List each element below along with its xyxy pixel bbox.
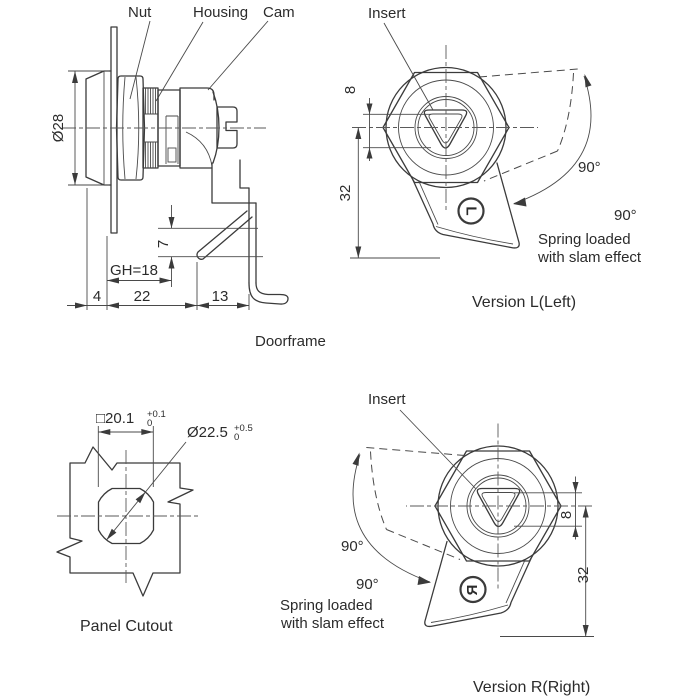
- cam-leader-line: [207, 20, 269, 91]
- panel-cutout-view: □20.1 +0.1 0 Ø22.5 +0.5 0 Panel Cutout: [56, 409, 253, 635]
- doorframe-caption: Doorframe: [255, 333, 326, 350]
- dim-insert-8-r: 8: [514, 476, 582, 540]
- dim-insert-8-l: 8: [342, 86, 431, 161]
- lever-letter-l: L: [463, 206, 480, 215]
- cam-label: Cam: [263, 4, 295, 21]
- angle-arc-l: 90°: [578, 159, 601, 176]
- panel-outline: [56, 446, 194, 597]
- insert-label-l: Insert: [368, 5, 406, 22]
- note-line1-l: Spring loaded: [538, 231, 631, 248]
- square-tol-minus: 0: [147, 418, 152, 429]
- version-l-view: L Insert 8 32 90° 90° Spring loaded with…: [337, 5, 642, 311]
- dim-lever-32-l-text: 32: [337, 185, 354, 202]
- dim-front-text: 4: [93, 288, 101, 305]
- cam-bracket: [196, 159, 289, 305]
- angle-note-r: 90°: [356, 576, 379, 593]
- dim-body-text: 22: [134, 288, 151, 305]
- version-l-caption: Version L(Left): [472, 294, 576, 311]
- nut-leader-line: [129, 20, 151, 100]
- bracket-diagonal-leg: [196, 210, 253, 260]
- housing-label: Housing: [193, 4, 248, 21]
- dim-square-text: □20.1: [96, 410, 134, 427]
- housing-leader-line: [155, 21, 204, 102]
- dim-rear-text: 13: [212, 288, 229, 305]
- dim-diameter-28-text: Ø28: [50, 114, 67, 142]
- insert-leader-l: [383, 22, 434, 111]
- lever-letter-r: R: [464, 585, 481, 596]
- version-r-caption: Version R(Right): [473, 679, 590, 696]
- side-view: Nut Housing Cam: [50, 4, 326, 350]
- dim-chain-bottom: 4 22 13: [67, 188, 250, 310]
- insert-label-r: Insert: [368, 391, 406, 408]
- dim-diameter-28: Ø28: [50, 70, 109, 186]
- nut-label: Nut: [128, 4, 152, 21]
- dim-insert-8-r-text: 8: [558, 511, 575, 519]
- note-line1-r: Spring loaded: [280, 597, 373, 614]
- cutout-hole: [97, 487, 155, 545]
- cam-fillet: [185, 131, 213, 167]
- version-r-view: R Insert 8 32 90° 90° Spring loaded with…: [280, 391, 594, 696]
- dim-circle-text: Ø22.5: [187, 424, 228, 441]
- dim-lever-32-r-text: 32: [575, 567, 592, 584]
- dim-grip-height-text: GH=18: [110, 262, 158, 279]
- note-line2-r: with slam effect: [280, 615, 385, 632]
- dim-lever-32-r: 32: [500, 506, 594, 637]
- dim-lever-32-l: 32: [337, 127, 440, 259]
- circle-tol-minus: 0: [234, 432, 239, 443]
- dim-square-cutout: □20.1 +0.1 0: [96, 409, 166, 487]
- dim-circle-cutout: Ø22.5 +0.5 0: [106, 423, 253, 541]
- cam-hub-dome: [212, 91, 220, 164]
- housing-pawl: [167, 147, 177, 163]
- square-tol-plus: +0.1: [147, 409, 166, 420]
- threaded-section: [142, 87, 159, 169]
- screw-head: [216, 106, 238, 149]
- angle-note-l: 90°: [614, 207, 637, 224]
- panel-cutout-caption: Panel Cutout: [80, 618, 173, 635]
- mounting-nut: [115, 75, 146, 181]
- dim-offset-7-text: 7: [155, 240, 172, 248]
- dim-grip-height: GH=18: [107, 262, 172, 284]
- circle-tol-plus: +0.5: [234, 423, 253, 434]
- housing-slot: [165, 115, 179, 164]
- angle-arc-r: 90°: [341, 538, 364, 555]
- insert-leader-r: [399, 409, 477, 490]
- note-line2-l: with slam effect: [537, 249, 642, 266]
- bracket-foot: [248, 282, 289, 305]
- dim-insert-8-l-text: 8: [342, 86, 359, 94]
- dim-offset-7: 7: [155, 205, 263, 287]
